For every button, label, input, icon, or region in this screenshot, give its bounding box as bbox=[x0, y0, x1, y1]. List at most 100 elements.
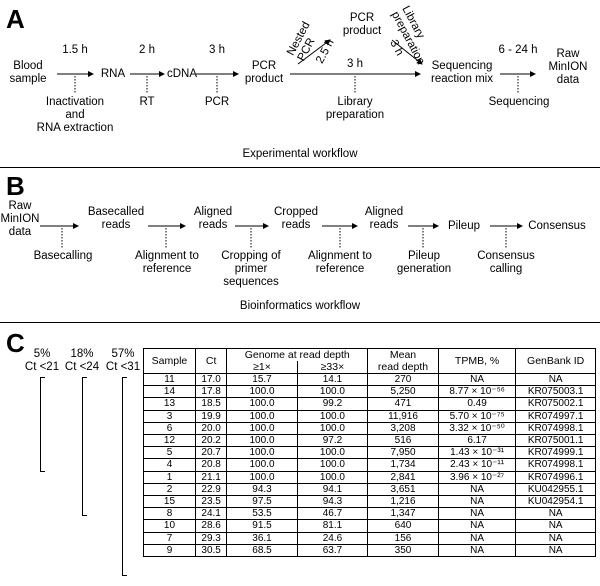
table-cell: 63.7 bbox=[296, 543, 369, 558]
step-raw-minion: Raw MinION data bbox=[548, 48, 588, 86]
table-cell: 3.96 × 10⁻²⁷ bbox=[437, 470, 517, 484]
step-pcr-product-nested: PCR product bbox=[342, 12, 382, 37]
bracket-ct24 bbox=[82, 377, 87, 516]
table-cell: 3.32 × 10⁻⁵⁰ bbox=[437, 421, 517, 436]
table-cell: 1.43 × 10⁻³¹ bbox=[437, 446, 517, 460]
table-cell: 100.0 bbox=[296, 409, 369, 423]
table-cell: 46.7 bbox=[296, 507, 369, 521]
table-cell: 100.0 bbox=[296, 470, 369, 484]
table-cell: 2.43 × 10⁻¹¹ bbox=[437, 458, 517, 472]
table-cell: 0.49 bbox=[437, 397, 517, 411]
table-cell: 94.3 bbox=[226, 482, 298, 497]
table-cell: 3,208 bbox=[367, 421, 439, 436]
table-cell: 30.5 bbox=[194, 543, 228, 558]
b-process-consensus-calling: Consensus calling bbox=[477, 250, 535, 275]
table-cell: 100.0 bbox=[296, 446, 369, 460]
b-step-raw: Raw MinION data bbox=[0, 200, 40, 238]
process-inactivation: Inactivation and RNA extraction bbox=[36, 96, 114, 134]
col-sample: Sample bbox=[143, 348, 196, 374]
table-cell: 10 bbox=[143, 519, 196, 533]
table-cell: 20.8 bbox=[194, 458, 228, 472]
table-cell: 7 bbox=[143, 531, 196, 545]
table-cell: 100.0 bbox=[226, 397, 298, 411]
table-cell: 2,841 bbox=[367, 470, 439, 484]
table-cell: KR075002.1 bbox=[515, 397, 596, 411]
process-sequencing: Sequencing bbox=[488, 96, 550, 108]
table-cell: 5.70 × 10⁻⁷⁵ bbox=[437, 409, 517, 423]
table-cell: 18.5 bbox=[194, 397, 228, 411]
bracket-ct31 bbox=[122, 377, 127, 576]
table-cell: 156 bbox=[367, 531, 439, 545]
b-process-cropping: Cropping of primer sequences bbox=[221, 250, 281, 288]
table-cell: 11 bbox=[143, 372, 196, 387]
bracket-pct: 57% bbox=[111, 348, 135, 360]
table-cell: 100.0 bbox=[226, 434, 298, 448]
table-cell: 6 bbox=[143, 421, 196, 436]
table-cell: NA bbox=[515, 507, 596, 521]
step-rna: RNA bbox=[100, 68, 126, 80]
table-cell: 1,734 bbox=[367, 458, 439, 472]
table-cell: 100.0 bbox=[226, 446, 298, 460]
table-cell: 5,250 bbox=[367, 385, 439, 399]
table-cell: 68.5 bbox=[226, 543, 298, 558]
panel-c-letter: C bbox=[6, 328, 25, 358]
time-label: 2 h bbox=[139, 44, 155, 56]
table-cell: 14.1 bbox=[296, 372, 369, 387]
step-blood-sample: Blood sample bbox=[9, 60, 47, 85]
table-cell: 516 bbox=[367, 434, 439, 448]
table-cell: NA bbox=[515, 372, 596, 387]
table-cell: 640 bbox=[367, 519, 439, 533]
table-cell: 3 bbox=[143, 409, 196, 423]
table-cell: NA bbox=[437, 482, 517, 497]
table-cell: 24.6 bbox=[296, 531, 369, 545]
table-cell: 8 bbox=[143, 507, 196, 521]
table-cell: KU042954.1 bbox=[515, 495, 596, 509]
table-cell: 1,216 bbox=[367, 495, 439, 509]
col-tpmb: TPMB, % bbox=[437, 348, 517, 374]
table-cell: 100.0 bbox=[296, 421, 369, 436]
table-cell: 11,916 bbox=[367, 409, 439, 423]
table-cell: 94.1 bbox=[296, 482, 369, 497]
table-cell: NA bbox=[437, 495, 517, 509]
table-cell: 14 bbox=[143, 385, 196, 399]
table-cell: 28.6 bbox=[194, 519, 228, 533]
col-genbank: GenBank ID bbox=[515, 348, 596, 374]
table-cell: 7,950 bbox=[367, 446, 439, 460]
panel-a-caption: Experimental workflow bbox=[242, 148, 358, 160]
table-cell: 99.2 bbox=[296, 397, 369, 411]
table-cell: KR074996.1 bbox=[515, 470, 596, 484]
b-step-aligned-2: Aligned reads bbox=[364, 206, 404, 231]
table-cell: 9 bbox=[143, 543, 196, 558]
table-cell: 270 bbox=[367, 372, 439, 387]
table-cell: NA bbox=[437, 519, 517, 533]
table-cell: 100.0 bbox=[226, 458, 298, 472]
table-cell: KR074998.1 bbox=[515, 458, 596, 472]
step-sequencing-mix: Sequencing reaction mix bbox=[431, 60, 493, 85]
table-cell: 36.1 bbox=[226, 531, 298, 545]
table-cell: 24.1 bbox=[194, 507, 228, 521]
process-pcr: PCR bbox=[204, 96, 230, 108]
col-ge33: ≥33× bbox=[296, 361, 369, 374]
b-process-pileup-gen: Pileup generation bbox=[396, 250, 452, 275]
table-cell: KR074997.1 bbox=[515, 409, 596, 423]
table-cell: NA bbox=[437, 372, 517, 387]
table-cell: 20.2 bbox=[194, 434, 228, 448]
table-cell: 20.7 bbox=[194, 446, 228, 460]
table-cell: 4 bbox=[143, 458, 196, 472]
col-ct: Ct bbox=[194, 348, 228, 374]
bracket-label: Ct <24 bbox=[64, 361, 100, 373]
b-step-aligned: Aligned reads bbox=[193, 206, 233, 231]
col-mean-depth: Mean read depth bbox=[367, 348, 439, 374]
